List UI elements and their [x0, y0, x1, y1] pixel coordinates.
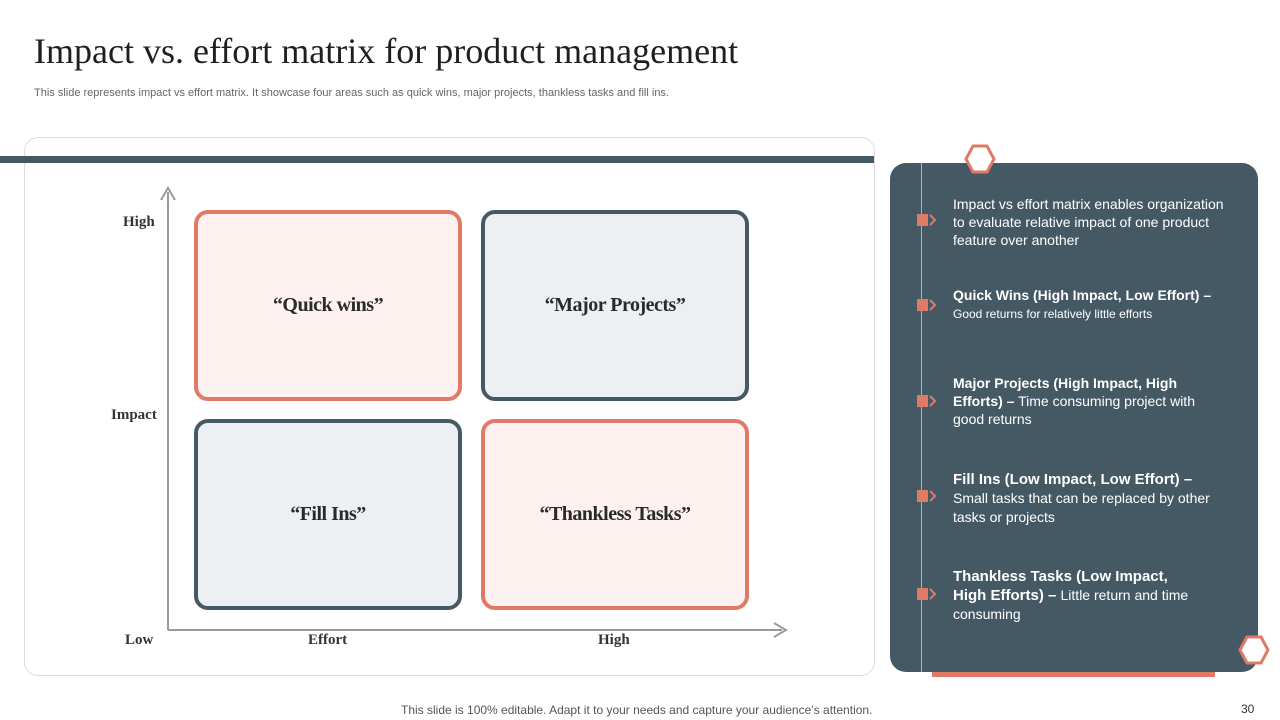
panel-item-head: Major Projects (High Impact, High Effort… [953, 375, 1178, 409]
top-band [0, 156, 874, 163]
panel-item-text: Fill Ins (Low Impact, Low Effort) – Smal… [953, 470, 1233, 528]
bullet-marker-icon [917, 588, 937, 600]
hexagon-icon [1238, 635, 1270, 665]
panel-item-head: Quick Wins (High Impact, Low Effort) – [953, 287, 1212, 303]
panel-item-body: Little return and time consuming [953, 587, 1189, 623]
quadrant-label: “Fill Ins” [290, 503, 366, 525]
hexagon-icon [964, 144, 996, 174]
panel-item-body: Good returns for relatively little effor… [953, 306, 1153, 321]
panel-timeline-line [921, 163, 922, 672]
bullet-marker-icon [917, 395, 937, 407]
quadrant-major-projects: “Major Projects” [481, 210, 749, 401]
panel-item-text: Quick Wins (High Impact, Low Effort) – G… [953, 287, 1233, 323]
x-axis-high-label: High [598, 632, 630, 648]
y-axis-title: Impact [111, 407, 157, 423]
quadrant-label: “Thankless Tasks” [539, 503, 691, 525]
quadrant-thankless-tasks: “Thankless Tasks” [481, 419, 749, 610]
footer-note: This slide is 100% editable. Adapt it to… [401, 703, 873, 717]
origin-low-label: Low [125, 632, 154, 648]
panel-underline [932, 672, 1215, 677]
panel-item-body: Impact vs effort matrix enables organiza… [953, 196, 1224, 248]
x-axis-title: Effort [308, 632, 348, 648]
quadrant-fill-ins: “Fill Ins” [194, 419, 462, 610]
panel-item-text: Impact vs effort matrix enables organiza… [953, 196, 1233, 250]
quadrant-label: “Major Projects” [544, 294, 686, 316]
quadrant-quick-wins: “Quick wins” [194, 210, 462, 401]
page-subtitle: This slide represents impact vs effort m… [34, 87, 669, 99]
panel-item-head: Thankless Tasks (Low Impact, High Effort… [953, 568, 1168, 605]
y-axis-high-label: High [123, 214, 155, 230]
panel-item-head: Fill Ins (Low Impact, Low Effort) – [953, 471, 1193, 488]
description-panel [890, 163, 1258, 672]
bullet-marker-icon [917, 490, 937, 502]
bullet-marker-icon [917, 214, 937, 226]
panel-item-text: Thankless Tasks (Low Impact, High Effort… [953, 567, 1193, 625]
quadrant-label: “Quick wins” [272, 294, 384, 316]
panel-item-body: Small tasks that can be replaced by othe… [953, 490, 1210, 526]
panel-item-text: Major Projects (High Impact, High Effort… [953, 375, 1213, 429]
page-number: 30 [1241, 702, 1255, 716]
panel-item-body: Time consuming project with good returns [953, 392, 1195, 427]
bullet-marker-icon [917, 299, 937, 311]
page-title: Impact vs. effort matrix for product man… [34, 31, 739, 71]
